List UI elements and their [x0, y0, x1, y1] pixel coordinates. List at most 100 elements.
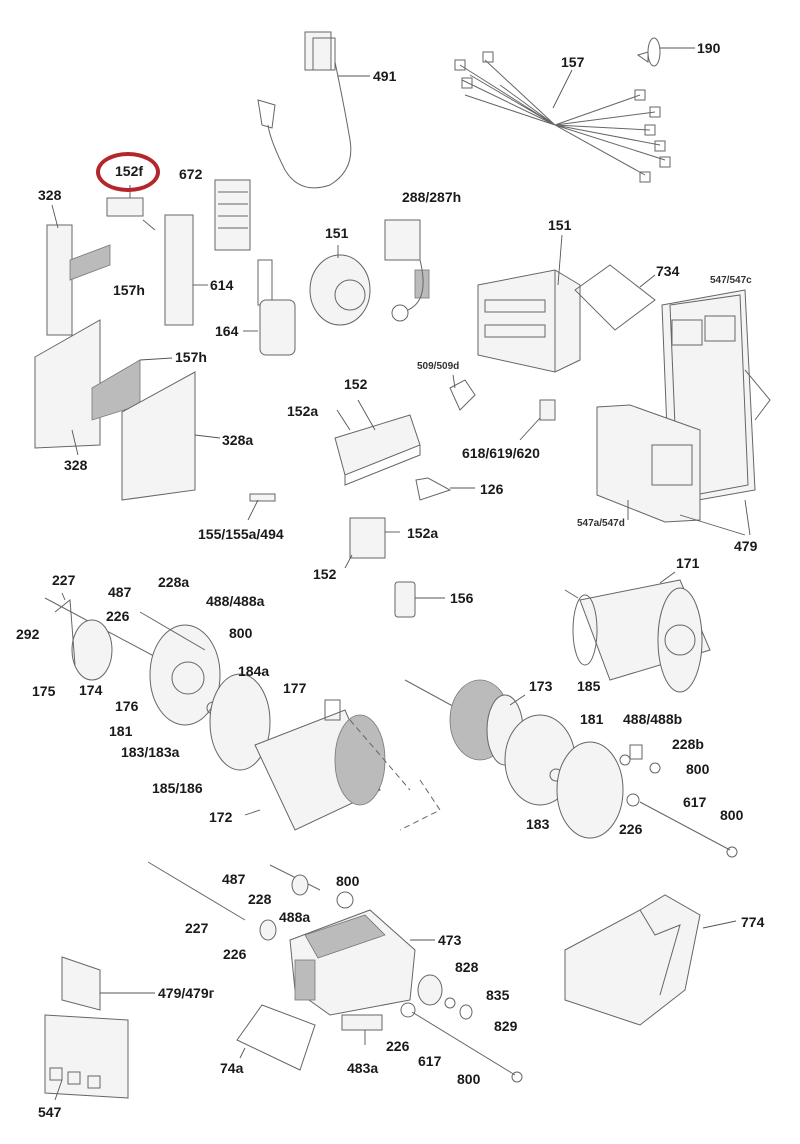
label-479-479r: 479/479г	[158, 985, 215, 1001]
label-800-c: 800	[720, 807, 744, 823]
part-152-relay-small	[344, 517, 400, 569]
label-226-bottom-left: 226	[223, 946, 247, 962]
part-828-seal-group	[400, 974, 523, 1083]
label-152-bottom: 152	[313, 566, 337, 582]
part-164-capacitor	[243, 259, 296, 356]
label-173: 173	[529, 678, 553, 694]
part-74a-sheet	[236, 1004, 316, 1071]
part-547a-housing	[596, 404, 751, 536]
label-183: 183	[526, 816, 550, 832]
label-328a: 328a	[222, 432, 254, 448]
part-right-endshield-group	[504, 714, 738, 858]
label-184a: 184a	[238, 663, 270, 679]
label-226-bottom-right: 226	[386, 1038, 410, 1054]
label-800-b: 800	[686, 761, 710, 777]
part-547-bracket	[44, 956, 155, 1101]
label-228a: 228a	[158, 574, 190, 590]
label-288-287h: 288/287h	[402, 189, 462, 205]
part-156-capacitor	[394, 581, 445, 618]
label-617-bottom: 617	[418, 1053, 442, 1069]
part-509-switch	[449, 374, 476, 411]
label-164: 164	[215, 323, 239, 339]
part-774-cover	[564, 894, 737, 1026]
part-151-programmer	[477, 234, 656, 373]
label-151-right: 151	[548, 217, 572, 233]
label-177: 177	[283, 680, 307, 696]
label-487-top: 487	[108, 584, 132, 600]
label-618-619-620: 618/619/620	[462, 445, 540, 461]
label-228b: 228b	[672, 736, 704, 752]
part-151-timer-left	[309, 245, 371, 326]
label-74a: 74a	[220, 1060, 244, 1076]
label-190: 190	[697, 40, 721, 56]
label-152a-bottom: 152a	[407, 525, 439, 541]
highlight-circle	[96, 152, 160, 192]
part-152-relay-block	[334, 399, 421, 486]
part-155-clip	[247, 493, 276, 521]
label-157h-top: 157h	[113, 282, 145, 298]
part-473-motor	[147, 861, 435, 1016]
part-483a-bracket	[341, 1014, 383, 1045]
part-171-motor	[564, 571, 711, 693]
label-829: 829	[494, 1018, 518, 1034]
part-614-frame	[164, 214, 208, 326]
part-491-door-interlock	[257, 31, 370, 189]
label-181-right: 181	[580, 711, 604, 727]
label-328-bottom: 328	[64, 457, 88, 473]
part-672-bracket	[214, 179, 251, 251]
label-488-488b: 488/488b	[623, 711, 683, 727]
label-292: 292	[16, 626, 40, 642]
label-828: 828	[455, 959, 479, 975]
label-488a: 488a	[279, 909, 311, 925]
label-152a-top: 152a	[287, 403, 319, 419]
label-479: 479	[734, 538, 758, 554]
label-617-top: 617	[683, 794, 707, 810]
part-axis-dashes	[349, 719, 441, 831]
label-800-d: 800	[336, 873, 360, 889]
label-126: 126	[480, 481, 504, 497]
part-328-panel-top	[46, 204, 111, 336]
label-171: 171	[676, 555, 700, 571]
label-488-488a: 488/488a	[206, 593, 265, 609]
label-227-top: 227	[52, 572, 76, 588]
label-328-top: 328	[38, 187, 62, 203]
part-172-stator	[244, 699, 386, 831]
label-174: 174	[79, 682, 103, 698]
label-157h-mid: 157h	[175, 349, 207, 365]
label-227-bottom: 227	[185, 920, 209, 936]
label-157: 157	[561, 54, 585, 70]
label-547-547c: 547/547c	[710, 275, 752, 286]
label-152-top: 152	[344, 376, 368, 392]
label-800-a: 800	[229, 625, 253, 641]
label-672: 672	[179, 166, 203, 182]
part-190-clip	[636, 37, 695, 67]
label-181-left: 181	[109, 723, 133, 739]
label-800-e: 800	[457, 1071, 481, 1087]
label-226-mid: 226	[619, 821, 643, 837]
label-734: 734	[656, 263, 680, 279]
label-156: 156	[450, 590, 474, 606]
label-185: 185	[577, 678, 601, 694]
label-547a-547d: 547a/547d	[577, 518, 625, 529]
label-151-left: 151	[325, 225, 349, 241]
label-774: 774	[741, 914, 765, 930]
label-175: 175	[32, 683, 56, 699]
label-183-183a: 183/183a	[121, 744, 180, 760]
label-228: 228	[248, 891, 272, 907]
label-152f: 152f	[115, 163, 144, 179]
label-547: 547	[38, 1104, 62, 1120]
label-176: 176	[115, 698, 139, 714]
label-226-top: 226	[106, 608, 130, 624]
label-509-509d: 509/509d	[417, 361, 460, 372]
label-172: 172	[209, 809, 233, 825]
label-155-155a-494: 155/155a/494	[198, 526, 284, 542]
part-157-wiring-harness	[454, 51, 671, 183]
label-473: 473	[438, 932, 462, 948]
label-835: 835	[486, 987, 510, 1003]
part-left-endshield-group	[44, 592, 271, 771]
part-126-lever	[415, 477, 475, 501]
part-618-switch	[519, 399, 556, 441]
label-487-bottom: 487	[222, 871, 246, 887]
label-185-186: 185/186	[152, 780, 203, 796]
